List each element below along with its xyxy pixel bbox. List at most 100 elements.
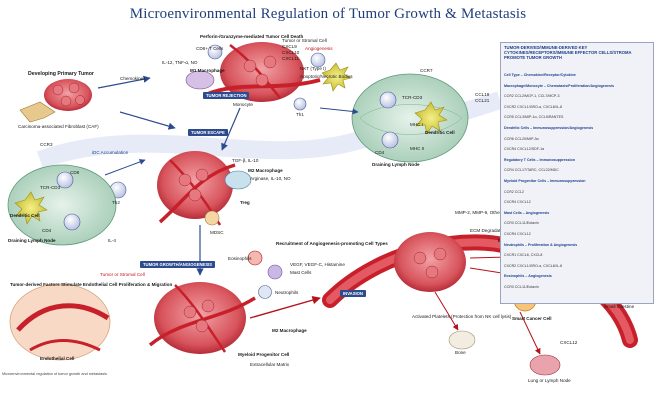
legend-row: CCR6 CCL20/MIP-3α (504, 136, 539, 141)
legend-row: Myeloid Progenitor Cells – Immunosuppres… (504, 179, 586, 183)
label-th1: Th1 (296, 112, 304, 117)
label-chemokines: Chemokines (120, 76, 146, 81)
rejection-tumor (204, 42, 321, 102)
nkt-cell (310, 52, 326, 68)
label-tcr-cd3-top: TCR-CD3 (402, 95, 423, 100)
legend-row: Neutrophils – Proliferation & Angiogenes… (504, 242, 578, 247)
label-th2: Th2 (112, 200, 120, 205)
label-cd4-left: CD4 (42, 228, 52, 233)
arrow-to-lung (519, 311, 541, 355)
label-m2-bottom: M2 Macrophage (272, 328, 307, 333)
cd8-t-cell-top (207, 44, 223, 60)
label-developing-tumor: Developing Primary Tumor (28, 71, 94, 77)
page-title: Microenvironmental Regulation of Tumor G… (129, 6, 527, 22)
legend-row: Eosinophils – Angiogenesis (504, 274, 552, 279)
mast-cell (267, 264, 283, 280)
label-il4: IL-4 (108, 238, 116, 243)
arrow-ln-to-escape (104, 159, 146, 176)
label-neutrophils: Neutrophils (275, 290, 299, 295)
neutrophil-cell (258, 285, 272, 299)
label-mhc-ii-top: MHC II (410, 146, 425, 151)
legend-row: Mast Cells – Angiogenesis (504, 210, 550, 215)
legend-header: TUMOR-DERIVED/IMMUNE-DERIVED KEY CYTOKIN… (504, 45, 632, 60)
escape-tumor (157, 151, 236, 226)
arrow-to-escape (119, 111, 176, 130)
arrow-to-draining-ln (319, 107, 359, 115)
label-m2-mid: M2 Macrophage (248, 168, 283, 173)
legend-row: Macrophage/Monocyte – Chemotaxis/Prolife… (504, 83, 615, 88)
legend-row: CCR3 CCL11/Eotaxin (504, 221, 539, 226)
label-m1: M1 Macrophage (190, 68, 225, 73)
legend-row: CCR2 CCL2/MCP-1, CCL7/MCP-3 (504, 94, 560, 99)
lung-target (529, 354, 561, 376)
tag-tumor-growth: TUMOR GROWTH/ANGIOGENESIS (140, 261, 216, 268)
label-mmp: MMP-2, MMP-9, Other Proteases (455, 210, 524, 215)
label-apoptotic: Apoptotic/Necrotic Bodies (300, 74, 353, 79)
label-dendritic-left: Dendritic Cell (10, 213, 40, 218)
legend-row: CXCR4 CXCL12/SDF-1α (504, 147, 545, 152)
label-tumor-stromal-bottom: Tumor or Stromal Cell (100, 272, 145, 277)
label-cxcl11: CXCL11 (282, 56, 300, 61)
legend-row: CXCR1 CXCL6, CXCL8 (504, 253, 543, 258)
label-il12: IL-12, TNF-α, NO (162, 60, 198, 65)
label-recruitment: Recruitment of Angiogenesis-promoting Ce… (276, 241, 388, 246)
label-tumor-stromal: Tumor or Stromal Cell (282, 38, 327, 43)
arrow-rejection-to-escape (221, 107, 241, 151)
label-mhc-i-top: MHC I (410, 122, 424, 127)
label-treg: Treg (240, 200, 250, 205)
label-ecm-matrix: Extracellular Matrix (250, 362, 290, 367)
m1-macrophage (185, 70, 215, 90)
label-vegf: VEGF, VEGF-C, Histamine (290, 262, 345, 267)
eosinophil-cell (247, 250, 263, 266)
legend-row: CCR5 CCL3/MIP-1α, CCL5/RANTES (504, 115, 564, 120)
developing-tumor (44, 79, 92, 111)
growth-tumor (148, 282, 256, 354)
label-tcr-cd3-left: TCR-CD3 (40, 185, 61, 190)
tag-invasion: INVASION (340, 290, 366, 297)
label-myeloid: Myeloid Progenitor Cell (238, 352, 290, 357)
label-small-intestine: Small Intestine (604, 304, 635, 309)
label-cxcl10: CXCL10 (282, 50, 300, 55)
label-monocyte: Monocyte (233, 102, 253, 107)
label-perforin: Perforin-/Granzyme-mediated Tumor Cell D… (200, 34, 304, 39)
label-ccr3: CCR3 (40, 142, 53, 147)
label-idc: iDC Accumulation (92, 150, 129, 155)
label-mdsc: MDSC (210, 230, 224, 235)
label-dendritic-top: Dendritic Cell (425, 130, 455, 135)
tag-tumor-rejection: TUMOR REJECTION (203, 92, 250, 99)
legend-row: CCR2 CCL2 (504, 189, 524, 194)
figure-caption: Microenvironmental regulation of tumor g… (2, 372, 107, 376)
arrow-to-bone (434, 291, 459, 331)
bone-target (448, 330, 476, 350)
caf-cell (19, 101, 56, 123)
legend-row: Regulatory T Cells – Immunosuppression (504, 157, 575, 162)
draining-lymph-node-top (351, 73, 469, 163)
label-eosinophils: Eosinophils (228, 256, 252, 261)
label-ecm: ECM Degradation (470, 228, 507, 233)
legend-row: CXCR2 CXCL1/GRO-α, CXCL8/IL-8 (504, 104, 562, 109)
label-nkt: NKT (Type I) (300, 66, 326, 71)
legend-row: CXCR4 CXCL12 (504, 232, 531, 236)
legend-row: CCR3 CCL11/Eotaxin (504, 285, 539, 289)
arrow-growth-to-invasion (249, 296, 321, 319)
label-angiogenesis: Angiogenesis (305, 46, 333, 51)
legend-row: Cell Type – Chemokine/Receptor/Cytokine (504, 73, 576, 77)
label-cxcl12: CXCL12 (560, 340, 578, 345)
label-cd8-t: CD8+ T Cells (196, 46, 224, 51)
idc-top (321, 62, 352, 92)
legend-row: CCR4 CCL17/TARC, CCL22/MDC (504, 168, 559, 173)
th1-cell-top (293, 97, 307, 111)
label-cd4-top: CD4 (375, 150, 385, 155)
label-draining-ln-left: Draining Lymph Node (8, 238, 56, 243)
tag-tumor-escape: TUMOR ESCAPE (188, 129, 228, 136)
label-stimulate: Tumor-derived Factors Stimulate Endothel… (10, 282, 173, 287)
label-arginase: Arginase, IL-10, NO (250, 176, 291, 181)
label-ccl21: CCL21 (475, 98, 490, 103)
label-bone: Bone (455, 350, 466, 355)
mdsc-cell (204, 210, 220, 226)
label-smart-cancer: Smart Cancer Cell (512, 316, 552, 321)
label-mast: Mast Cells (290, 270, 312, 275)
legend-row: Dendritic Cells – Immunosuppression/Angi… (504, 126, 594, 130)
label-platelets: Activated Platelets (Protection from NK … (412, 314, 512, 319)
